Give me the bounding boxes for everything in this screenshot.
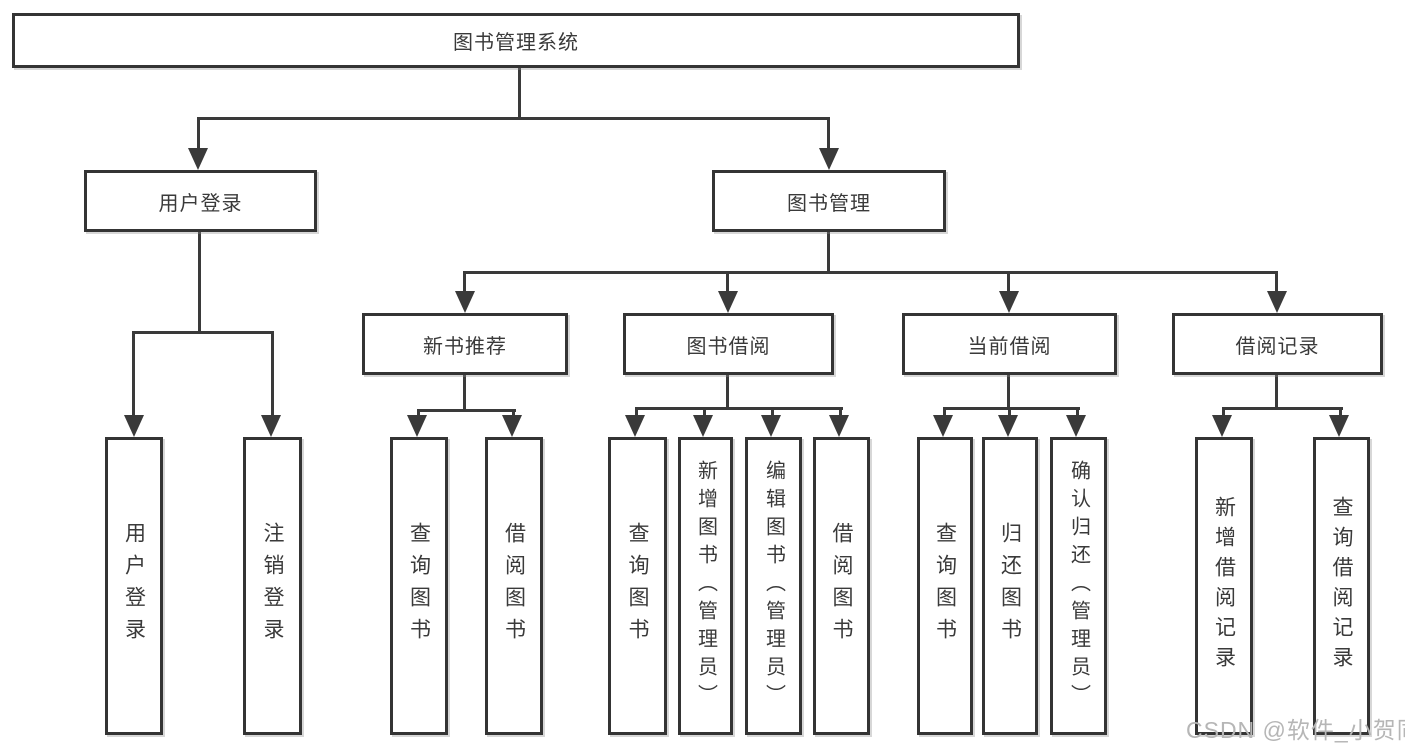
arrow-down-icon [933,415,953,437]
node-borrow-books-borrowing-label: 借阅图书 [830,522,853,650]
node-query-books-current: 查询图书 [917,437,973,735]
arrow-down-icon [829,415,849,437]
node-user-login: 用户登录 [84,170,317,232]
connector-line [827,232,830,274]
node-new-book-recommend-label: 新书推荐 [423,335,507,358]
arrow-down-icon [625,415,645,437]
node-query-borrow-record: 查询借阅记录 [1313,437,1370,735]
connector-line [1007,375,1010,409]
connector-line [197,117,830,120]
connector-line [827,117,830,151]
arrow-down-icon [1066,415,1086,437]
connector-line [464,271,1278,274]
node-return-books-label: 归还图书 [998,522,1022,650]
arrow-down-icon [261,415,281,437]
arrow-down-icon [455,291,475,313]
arrow-down-icon [693,415,713,437]
node-add-borrow-record: 新增借阅记录 [1195,437,1253,735]
connector-line [944,407,1080,410]
arrow-down-icon [718,291,738,313]
connector-line [512,409,515,419]
connector-line [1222,407,1225,419]
node-user-login-action-label: 用户登录 [122,522,146,650]
connector-line [463,271,466,295]
connector-line [197,117,200,151]
connector-line [635,407,638,419]
connector-line [463,375,466,411]
connector-line [132,331,135,419]
node-query-books-current-label: 查询图书 [933,522,957,650]
connector-line [726,271,729,295]
node-borrow-books-borrowing: 借阅图书 [813,437,870,735]
arrow-down-icon [819,148,839,170]
node-confirm-return-admin: 确认归还（管理员） [1050,437,1107,735]
node-logout: 注销登录 [243,437,302,735]
node-borrow-books-recommend: 借阅图书 [485,437,543,735]
arrow-down-icon [998,415,1018,437]
arrow-down-icon [1267,291,1287,313]
csdn-watermark: CSDN @软件_小贺同学 [1186,717,1405,743]
connector-line [943,407,946,419]
connector-line [418,409,516,412]
connector-line [726,375,729,409]
connector-line [1007,271,1010,295]
node-root: 图书管理系统 [12,13,1020,68]
connector-line [417,409,420,419]
node-user-login-action: 用户登录 [105,437,163,735]
connector-line [133,331,274,334]
connector-line [518,67,521,119]
node-confirm-return-admin-label: 确认归还（管理员） [1067,460,1090,712]
connector-line [198,232,201,333]
node-query-books-recommend: 查询图书 [390,437,448,735]
arrow-down-icon [999,291,1019,313]
node-edit-books-admin: 编辑图书（管理员） [745,437,802,735]
node-book-borrowing: 图书借阅 [623,313,834,375]
arrow-down-icon [1212,415,1232,437]
connector-line [771,407,774,419]
node-add-borrow-record-label: 新增借阅记录 [1212,496,1236,676]
node-user-login-label: 用户登录 [158,192,243,215]
arrow-down-icon [188,148,208,170]
node-current-borrowing-label: 当前借阅 [967,335,1052,358]
connector-line [1275,271,1278,295]
connector-line [1339,407,1342,419]
node-new-book-recommend: 新书推荐 [362,313,568,375]
connector-line [839,407,842,419]
node-query-books-borrowing-label: 查询图书 [626,522,649,650]
connector-line [1008,407,1011,419]
connector-line [271,331,274,419]
arrow-down-icon [1329,415,1349,437]
connector-line [703,407,706,419]
node-borrow-records: 借阅记录 [1172,313,1383,375]
arrow-down-icon [407,415,427,437]
node-book-management: 图书管理 [712,170,946,232]
node-root-label: 图书管理系统 [453,32,579,54]
node-book-borrowing-label: 图书借阅 [686,335,771,358]
arrow-down-icon [502,415,522,437]
arrow-down-icon [761,415,781,437]
node-borrow-records-label: 借阅记录 [1235,335,1320,358]
node-book-management-label: 图书管理 [787,192,871,215]
node-query-borrow-record-label: 查询借阅记录 [1330,496,1353,676]
node-current-borrowing: 当前借阅 [902,313,1117,375]
node-query-books-recommend-label: 查询图书 [407,522,431,650]
node-add-books-admin-label: 新增图书（管理员） [694,460,717,712]
connector-line [1076,407,1079,419]
connector-line [1223,407,1343,410]
node-edit-books-admin-label: 编辑图书（管理员） [762,460,785,712]
connector-line [636,407,843,410]
arrow-down-icon [124,415,144,437]
node-query-books-borrowing: 查询图书 [608,437,667,735]
node-logout-label: 注销登录 [261,522,284,650]
node-borrow-books-recommend-label: 借阅图书 [502,522,526,650]
connector-line [1275,375,1278,409]
node-return-books: 归还图书 [982,437,1038,735]
node-add-books-admin: 新增图书（管理员） [678,437,733,735]
